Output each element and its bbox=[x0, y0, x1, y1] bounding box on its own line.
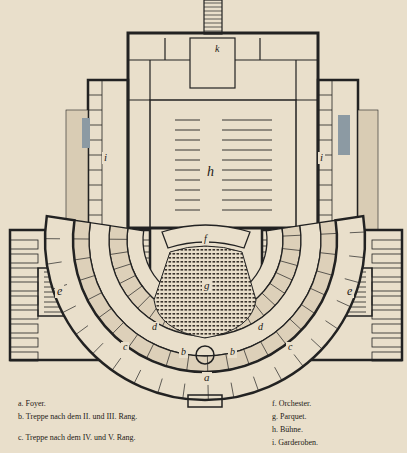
side-terrace bbox=[358, 110, 378, 230]
parquet bbox=[154, 246, 256, 338]
key-entry: h. Bühne. bbox=[272, 426, 402, 434]
key-entry: c. Treppe nach dem IV. und V. Rang. bbox=[18, 434, 168, 442]
room-letter: c bbox=[286, 342, 294, 353]
rear-stair bbox=[204, 0, 222, 34]
dressing-wing-right bbox=[318, 80, 358, 230]
dressing-wing-left bbox=[88, 80, 128, 230]
room-letter: e bbox=[345, 285, 354, 298]
entrance bbox=[188, 395, 222, 407]
room-letter: f bbox=[202, 234, 209, 245]
room-k bbox=[190, 38, 235, 88]
room-letter: b bbox=[179, 347, 188, 358]
room-letter: d bbox=[256, 322, 265, 333]
room-letter: c bbox=[121, 342, 129, 353]
room-letter: i bbox=[102, 152, 109, 164]
central-stair bbox=[196, 346, 214, 364]
room-letter: i bbox=[318, 152, 325, 164]
key-entry: f. Orchester. bbox=[272, 400, 402, 408]
room-letter: a bbox=[202, 372, 212, 384]
room-letter: b bbox=[228, 347, 237, 358]
stage bbox=[150, 100, 296, 228]
room-letter: d bbox=[150, 322, 159, 333]
key-entry: i. Garderoben. bbox=[272, 439, 402, 447]
room-letter: g bbox=[202, 280, 212, 292]
key-entry: g. Parquet. bbox=[272, 413, 402, 421]
room-letter: h bbox=[205, 165, 216, 180]
room-letter: k bbox=[213, 44, 221, 55]
key-entry: a. Foyer. bbox=[18, 400, 178, 408]
room-letter: e bbox=[55, 285, 64, 298]
orchestra bbox=[162, 225, 250, 248]
tier bbox=[45, 216, 365, 400]
key-entry: b. Treppe nach dem II. und III. Rang. bbox=[18, 413, 168, 421]
stage-house bbox=[128, 33, 318, 228]
